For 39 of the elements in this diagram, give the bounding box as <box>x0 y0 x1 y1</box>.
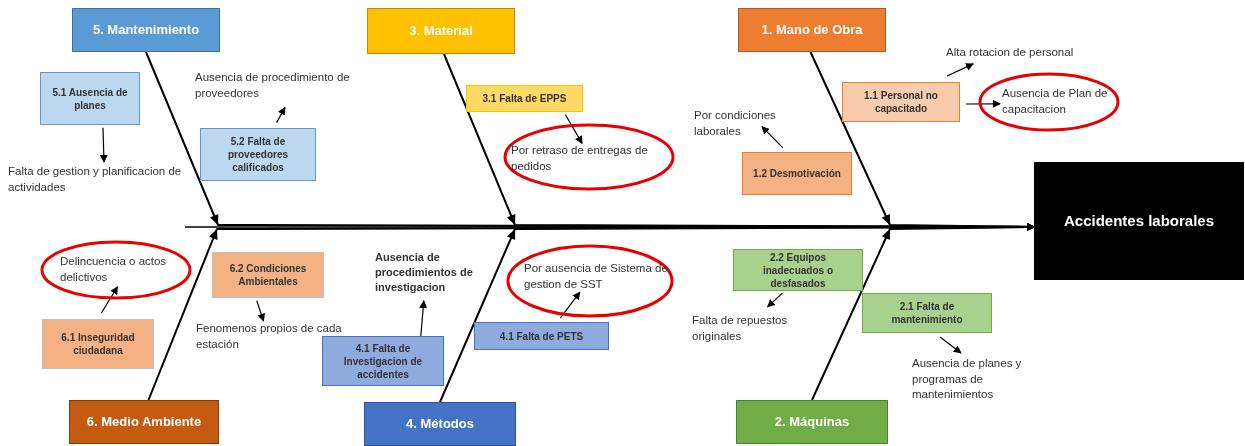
root-cause-text: Delincuencia o actos delictivos <box>60 254 168 285</box>
category-box: 4. Métodos <box>364 402 516 446</box>
cause-text: Ausencia de planes y programas de mantenimientos <box>912 356 1052 406</box>
root-cause-text: Por retraso de entregas de pedidos <box>511 143 649 174</box>
effect-box: Accidentes laborales <box>1034 162 1244 280</box>
arrow <box>939 336 962 354</box>
cause-box: 4.1 Falta de Investigacion de accidentes <box>322 336 444 386</box>
category-box: 3. Material <box>367 8 515 54</box>
arrow <box>275 106 286 124</box>
cause-box: 1.2 Desmotivación <box>742 152 852 195</box>
arrow <box>946 63 974 77</box>
arrow <box>559 291 581 319</box>
arrow <box>100 286 119 314</box>
category-box: 2. Máquinas <box>736 400 888 444</box>
arrow <box>761 126 784 149</box>
cause-box: 3.1 Falta de EPPS <box>466 85 583 112</box>
cause-text: Por condiciones laborales <box>694 108 794 142</box>
cause-text: Alta rotacion de personal <box>946 45 1116 63</box>
cause-box: 5.1 Ausencia de planes <box>40 72 140 125</box>
cause-box: 6.1 Inseguridad ciudadana <box>42 319 154 369</box>
category-box: 1. Mano de Obra <box>738 8 886 52</box>
arrow <box>767 292 783 308</box>
category-box: 5. Mantenimiento <box>72 8 220 52</box>
cause-box: 5.2 Falta de proveedores calificados <box>200 128 316 181</box>
cause-box: 2.2 Equipos inadecuados o desfasados <box>733 249 863 291</box>
arrow <box>99 127 108 163</box>
cause-box: 6.2 Condiciones Ambientales <box>212 252 324 298</box>
arrow <box>256 300 266 322</box>
cause-text: Ausencia de procedimientos de investigacion <box>375 250 497 298</box>
spine-arrow <box>184 222 1035 231</box>
root-cause-text: Ausencia de Plan de capacitacion <box>1002 86 1109 117</box>
category-box: 6. Medio Ambiente <box>69 400 219 444</box>
cause-box: 1.1 Personal no capacitado <box>842 82 960 122</box>
cause-box: 2.1 Falta de mantenimiento <box>862 293 992 333</box>
cause-text: Falta de repuestos originales <box>692 313 832 347</box>
cause-text: Ausencia de procedimiento de proveedores <box>195 70 395 104</box>
arrow <box>419 300 428 337</box>
cause-box: 4.1 Falta de PETS <box>474 322 609 350</box>
arrow <box>564 114 583 145</box>
